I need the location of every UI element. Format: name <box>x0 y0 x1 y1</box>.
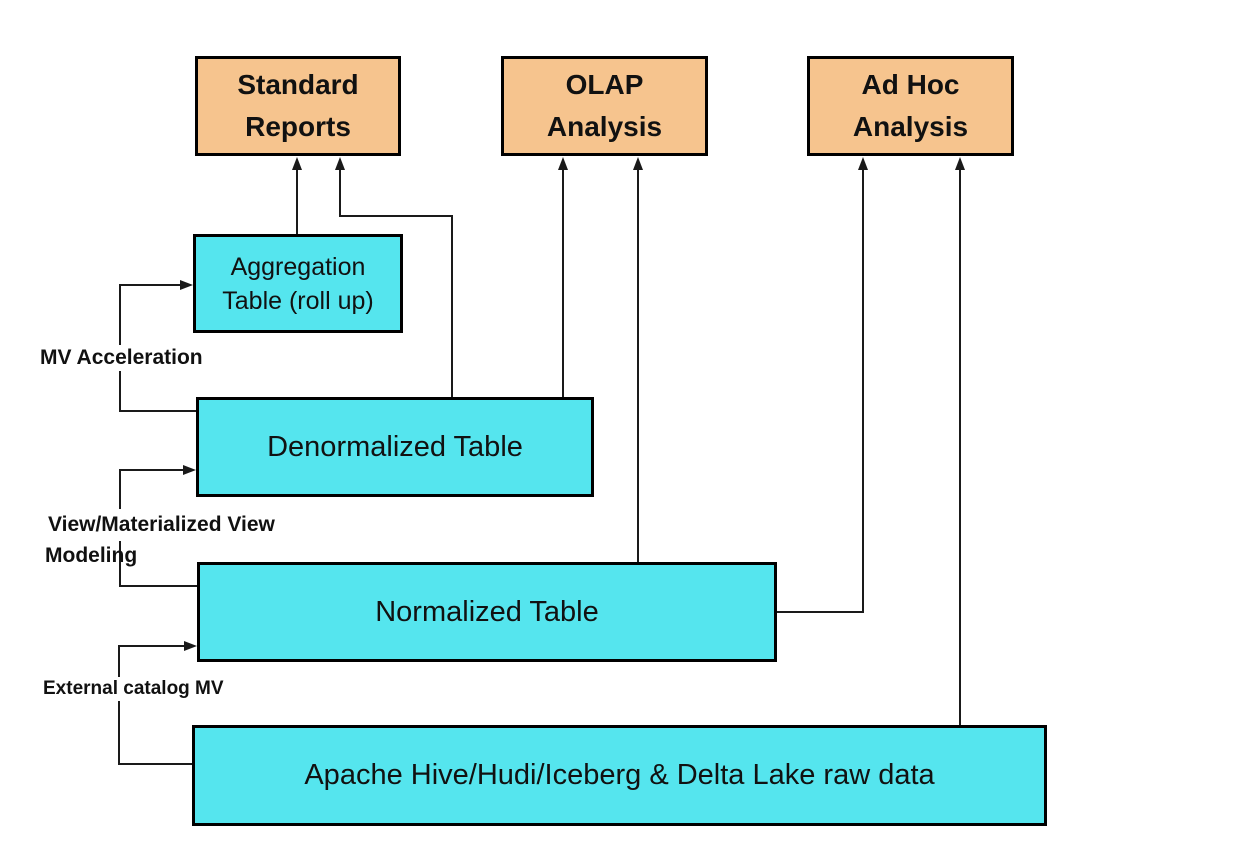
node-aggregation-table-line1: Aggregation <box>230 252 366 281</box>
node-olap-analysis-line1: OLAP <box>565 69 644 100</box>
edge-normalized-to-adhoc-seg2 <box>777 611 864 613</box>
arrowhead-external-catalog-icon <box>184 641 197 651</box>
node-normalized-table-label: Normalized Table <box>375 595 599 628</box>
arrowhead-denormalized-to-olap-icon <box>558 157 568 170</box>
edge-label-view-modeling-line1: View/Materialized View <box>45 509 278 541</box>
edge-label-external-catalog: External catalog MV <box>40 677 227 701</box>
node-aggregation-table: Aggregation Table (roll up) <box>193 234 403 333</box>
node-adhoc-analysis-line1: Ad Hoc <box>861 69 960 100</box>
edge-external-catalog-seg1 <box>119 763 192 765</box>
edge-view-modeling-seg3 <box>120 469 184 471</box>
node-adhoc-analysis: Ad Hoc Analysis <box>807 56 1014 156</box>
arrowhead-normalized-to-olap-icon <box>633 157 643 170</box>
arrowhead-mv-acceleration-icon <box>180 280 193 290</box>
edge-label-view-modeling-line2: Modeling <box>45 544 138 567</box>
edge-normalized-to-olap <box>637 168 639 562</box>
arrowhead-view-modeling-icon <box>183 465 196 475</box>
edge-denormalized-to-olap <box>562 168 564 397</box>
node-standard-reports: Standard Reports <box>195 56 401 156</box>
edge-normalized-to-adhoc-seg1 <box>862 168 864 613</box>
edge-label-view-modeling: View/Materialized View Modeling <box>45 509 278 571</box>
edge-raw-to-adhoc <box>959 168 961 725</box>
node-standard-reports-line2: Reports <box>245 111 351 142</box>
arrowhead-normalized-to-adhoc-icon <box>858 157 868 170</box>
edge-aggregation-to-standard <box>296 168 298 234</box>
node-raw-data-table: Apache Hive/Hudi/Iceberg & Delta Lake ra… <box>192 725 1047 826</box>
edge-denormalized-to-standard-seg2 <box>339 215 453 217</box>
node-raw-data-table-label: Apache Hive/Hudi/Iceberg & Delta Lake ra… <box>304 759 935 791</box>
node-olap-analysis: OLAP Analysis <box>501 56 708 156</box>
edge-denormalized-to-standard-seg1 <box>339 168 341 217</box>
arrowhead-denormalized-to-standard-icon <box>335 157 345 170</box>
node-adhoc-analysis-line2: Analysis <box>852 111 969 142</box>
arrowhead-raw-to-adhoc-icon <box>955 157 965 170</box>
node-denormalized-table: Denormalized Table <box>196 397 594 497</box>
edge-external-catalog-seg3 <box>119 645 185 647</box>
arrowhead-aggregation-to-standard-icon <box>292 157 302 170</box>
edge-label-mv-acceleration: MV Acceleration <box>37 345 206 371</box>
edge-denormalized-to-standard-seg3 <box>451 215 453 397</box>
edge-external-catalog-seg2 <box>118 645 120 765</box>
node-olap-analysis-line2: Analysis <box>546 111 663 142</box>
edge-mv-acceleration-seg1 <box>120 410 196 412</box>
edge-view-modeling-seg1 <box>120 585 197 587</box>
edge-mv-acceleration-seg3 <box>120 284 181 286</box>
node-standard-reports-line1: Standard <box>237 69 359 100</box>
node-aggregation-table-line2: Table (roll up) <box>222 286 374 315</box>
node-denormalized-table-label: Denormalized Table <box>267 430 523 463</box>
node-normalized-table: Normalized Table <box>197 562 777 662</box>
